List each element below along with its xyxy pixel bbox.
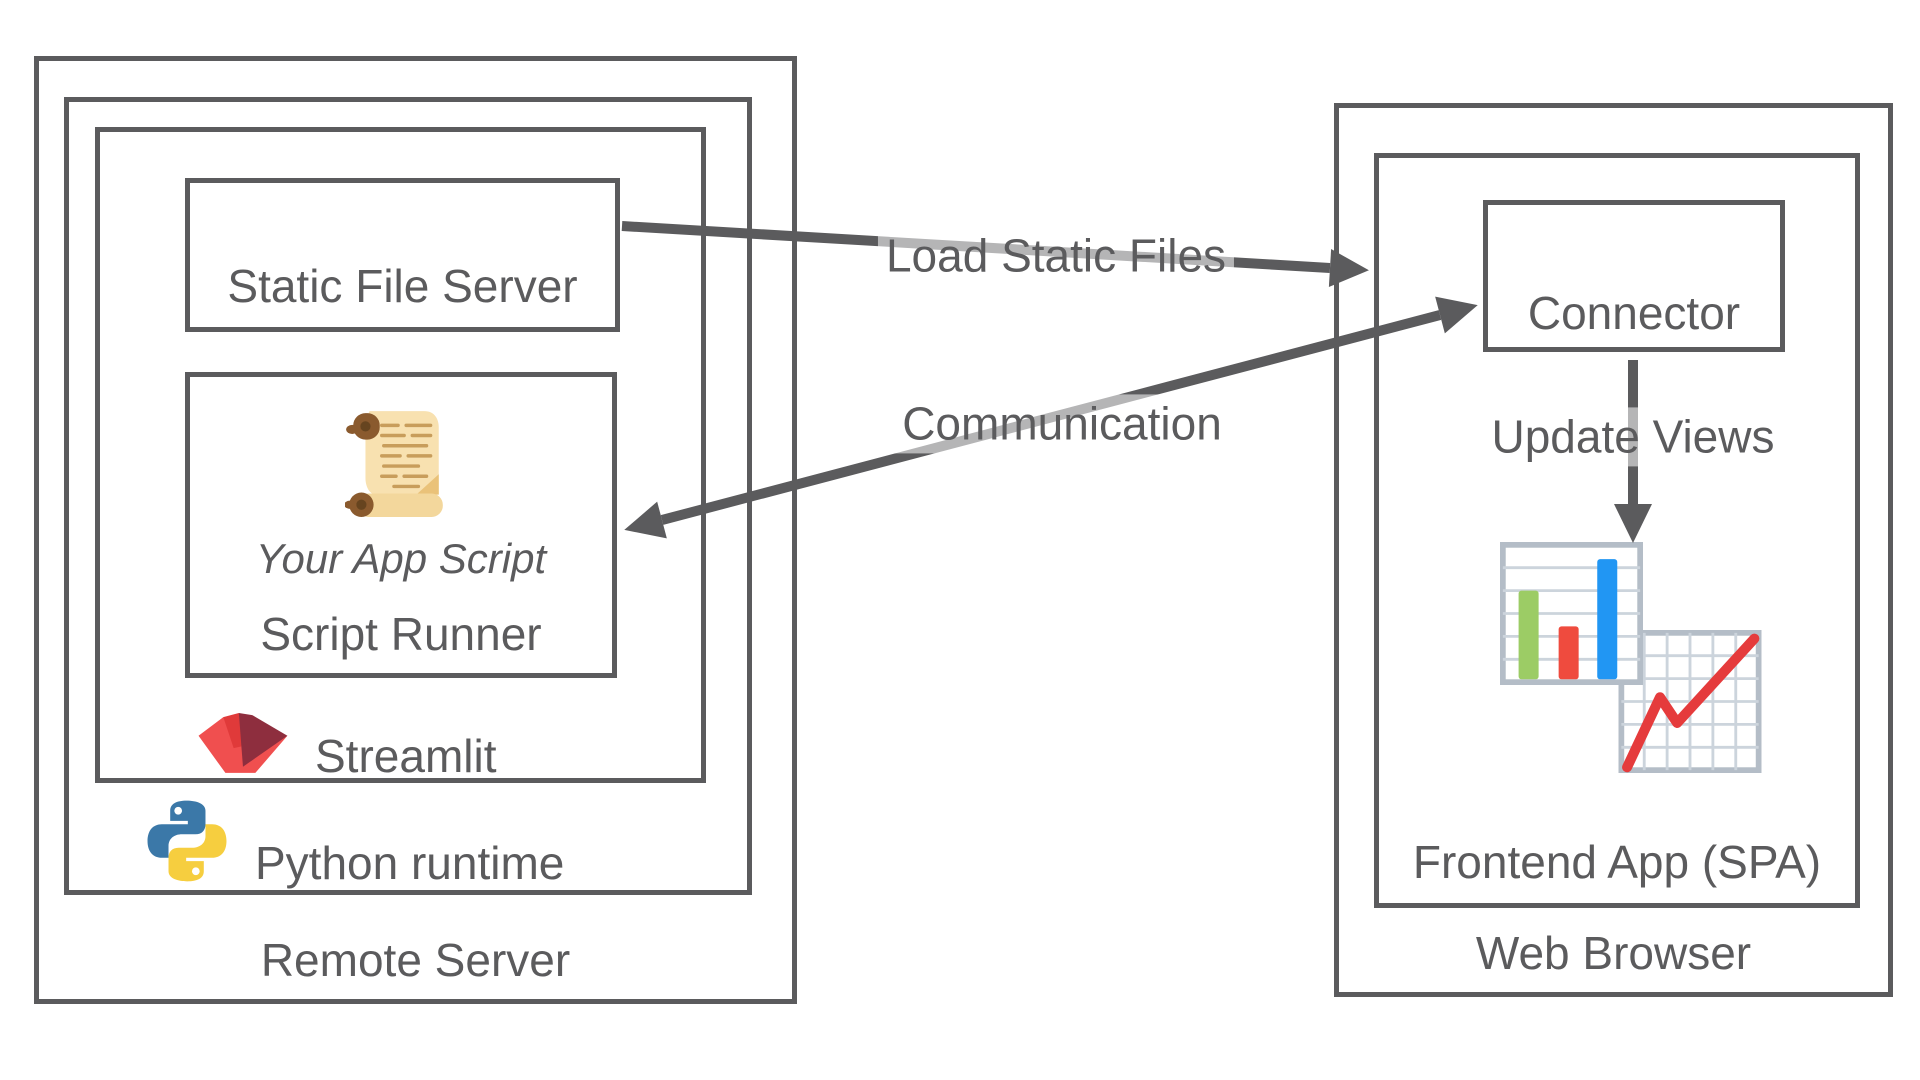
bar-chart-icon: [1500, 542, 1643, 685]
arrow-label-update-views: Update Views: [1483, 407, 1783, 467]
scroll-icon: [345, 411, 443, 517]
python-logo-icon: [147, 800, 227, 882]
streamlit-label: Streamlit: [315, 730, 497, 782]
connector-box: Connector: [1483, 200, 1785, 352]
remote-server-box: Remote Server Static File Server: [34, 56, 797, 1004]
script-runner-box: Your App Script Script Runner: [185, 372, 617, 678]
web-browser-box: Web Browser Frontend App (SPA) Connector: [1334, 103, 1893, 997]
streamlit-box: Static File Server: [95, 127, 706, 783]
frontend-app-box: Frontend App (SPA) Connector: [1374, 153, 1860, 908]
streamlit-logo-icon: [198, 713, 288, 773]
frontend-app-label: Frontend App (SPA): [1412, 836, 1822, 889]
line-chart-icon: [1618, 630, 1762, 773]
connector-label: Connector: [1527, 287, 1741, 340]
arrow-label-load-static-files: Load Static Files: [877, 226, 1235, 286]
remote-server-label: Remote Server: [260, 934, 571, 987]
python-runtime-box: Static File Server: [64, 97, 752, 895]
web-browser-label: Web Browser: [1475, 927, 1752, 980]
python-runtime-label: Python runtime: [255, 837, 565, 889]
static-file-server-label: Static File Server: [227, 260, 578, 313]
static-file-server-box: Static File Server: [185, 178, 620, 332]
arrow-label-communication: Communication: [894, 394, 1230, 454]
script-runner-label: Script Runner: [260, 608, 542, 661]
your-app-script-label: Your App Script: [255, 535, 547, 582]
